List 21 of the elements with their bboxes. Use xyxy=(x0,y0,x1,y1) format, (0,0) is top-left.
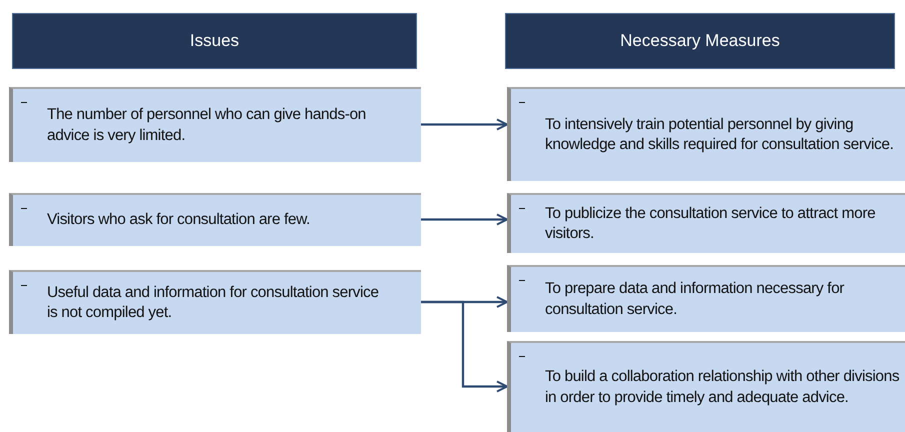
list-box xyxy=(9,270,421,334)
item-text: To intensively train potential personnel by giving knowledge and skills required for consultation service. xyxy=(545,114,894,155)
list-box xyxy=(9,193,421,246)
item-text: To publicize the consultation service to attract more visitors. xyxy=(545,204,876,244)
list-box xyxy=(507,265,905,332)
column-header xyxy=(12,13,417,69)
list-box xyxy=(507,87,905,181)
list-box xyxy=(9,87,421,162)
arrow xyxy=(421,300,508,392)
header-title: Necessary Measures xyxy=(620,31,780,51)
header-title: Issues xyxy=(190,31,240,51)
arrow xyxy=(421,118,508,130)
item-text: To build a collaboration relationship with other divisions in order to provide timely and adequate advice. xyxy=(545,367,900,408)
item-text: Visitors who ask for consultation are few. xyxy=(47,210,310,230)
item-text: To prepare data and information necessary for consultation service. xyxy=(545,279,846,320)
arrow xyxy=(421,214,508,226)
item-text: Useful data and information for consultation service is not compiled yet. xyxy=(47,282,380,323)
list-box xyxy=(507,341,905,432)
item-text: The number of personnel who can give hands-on advice is very limited. xyxy=(47,105,367,146)
list-box xyxy=(507,193,905,253)
column-header xyxy=(505,13,895,69)
